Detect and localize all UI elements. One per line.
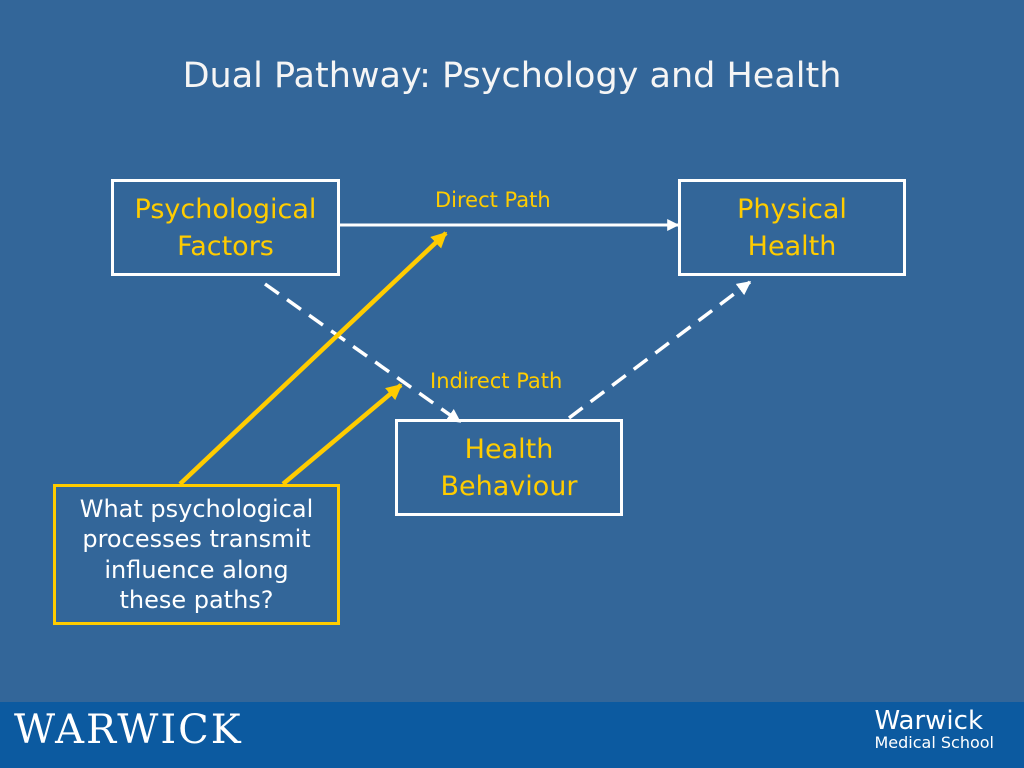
question-arrow-to-indirect-path	[281, 383, 403, 486]
direct-path-label: Direct Path	[435, 188, 551, 212]
question-line: What psychological	[79, 494, 314, 523]
medical-school-logo: Warwick Medical School	[875, 708, 995, 752]
medical-school-logo-subtitle: Medical School	[874, 733, 995, 752]
question-line: processes transmit	[82, 525, 311, 553]
node-label-line: Health	[747, 230, 837, 262]
indirect-path-label: Indirect Path	[430, 369, 563, 393]
physical-health-box: Physical Health	[678, 179, 906, 276]
node-label-line: Factors	[177, 230, 274, 262]
question-box: What psychological processes transmit in…	[53, 484, 340, 625]
question-arrow-to-direct-path	[178, 231, 448, 486]
node-label-line: Behaviour	[440, 470, 578, 502]
question-line: these paths?	[119, 586, 274, 614]
node-label-line: Physical	[737, 193, 847, 225]
slide-title: Dual Pathway: Psychology and Health	[182, 56, 842, 96]
node-label-line: Health	[464, 433, 554, 465]
psychological-factors-box: Psychological Factors	[111, 179, 340, 276]
indirect-path-arrow-to-behaviour	[263, 282, 462, 424]
medical-school-logo-name: Warwick	[874, 706, 984, 736]
question-line: influence along	[104, 555, 289, 584]
footer-bar: WARWICK Warwick Medical School	[0, 702, 1024, 768]
indirect-path-arrow-to-health	[567, 280, 752, 420]
node-label-line: Psychological	[134, 193, 317, 225]
health-behaviour-box: Health Behaviour	[395, 419, 623, 516]
warwick-logo: WARWICK	[14, 707, 243, 753]
